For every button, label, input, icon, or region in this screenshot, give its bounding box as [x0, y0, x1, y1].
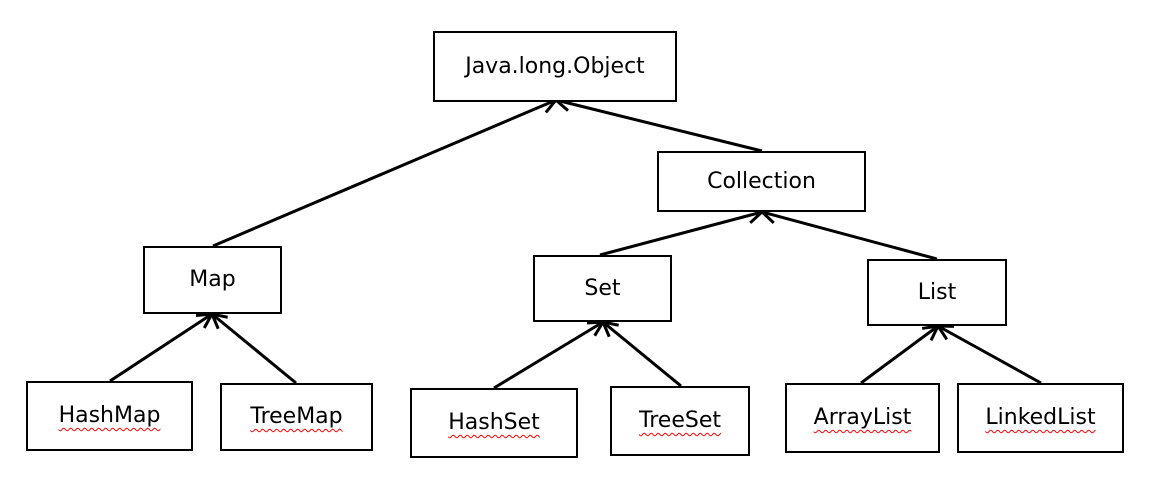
node-treeset: TreeSet — [610, 386, 750, 456]
edge-linkedlist-to-list — [935, 324, 1042, 385]
node-label-treemap: TreeMap — [250, 404, 343, 429]
node-hashmap: HashMap — [26, 381, 193, 451]
node-treemap: TreeMap — [220, 383, 373, 451]
edge-hashmap-to-map — [109, 312, 215, 383]
edge-set-to-collection — [599, 206, 766, 257]
node-linkedlist: LinkedList — [957, 383, 1124, 453]
node-label-set: Set — [584, 275, 621, 301]
edge-line — [555, 98, 763, 153]
edge-arraylist-to-list — [860, 324, 941, 385]
node-map: Map — [143, 246, 282, 314]
edge-line — [602, 320, 682, 388]
arrowhead-icon — [209, 311, 228, 330]
edge-list-to-collection — [758, 207, 938, 261]
edge-line — [937, 324, 1042, 385]
edge-hashset-to-set — [493, 320, 606, 390]
edge-line — [493, 320, 604, 390]
node-arraylist: ArrayList — [785, 383, 940, 453]
node-hashset: HashSet — [410, 388, 578, 458]
node-collection: Collection — [657, 151, 866, 212]
node-set: Set — [533, 255, 672, 322]
edge-line — [212, 98, 557, 248]
node-label-treeset: TreeSet — [639, 408, 721, 433]
edge-map-to-object — [212, 97, 559, 248]
edge-collection-to-object — [552, 94, 763, 153]
node-label-java-long-object: Java.long.Object — [465, 53, 645, 79]
node-label-hashmap: HashMap — [58, 403, 161, 428]
node-label-linkedlist: LinkedList — [985, 405, 1096, 430]
node-list: List — [867, 259, 1007, 326]
node-label-map: Map — [189, 267, 236, 292]
edge-line — [109, 312, 213, 383]
edge-treeset-to-set — [600, 319, 682, 388]
edge-treemap-to-map — [209, 311, 297, 385]
node-label-hashset: HashSet — [448, 410, 540, 435]
node-label-collection: Collection — [707, 168, 816, 194]
node-label-arraylist: ArrayList — [813, 405, 912, 430]
edge-line — [761, 210, 938, 261]
edge-line — [599, 210, 763, 257]
arrowhead-icon — [935, 324, 955, 341]
edge-line — [211, 312, 297, 385]
arrowhead-icon — [600, 319, 619, 338]
edge-line — [860, 324, 939, 385]
node-label-list: List — [917, 279, 957, 305]
node-java-long-object: Java.long.Object — [433, 31, 677, 102]
